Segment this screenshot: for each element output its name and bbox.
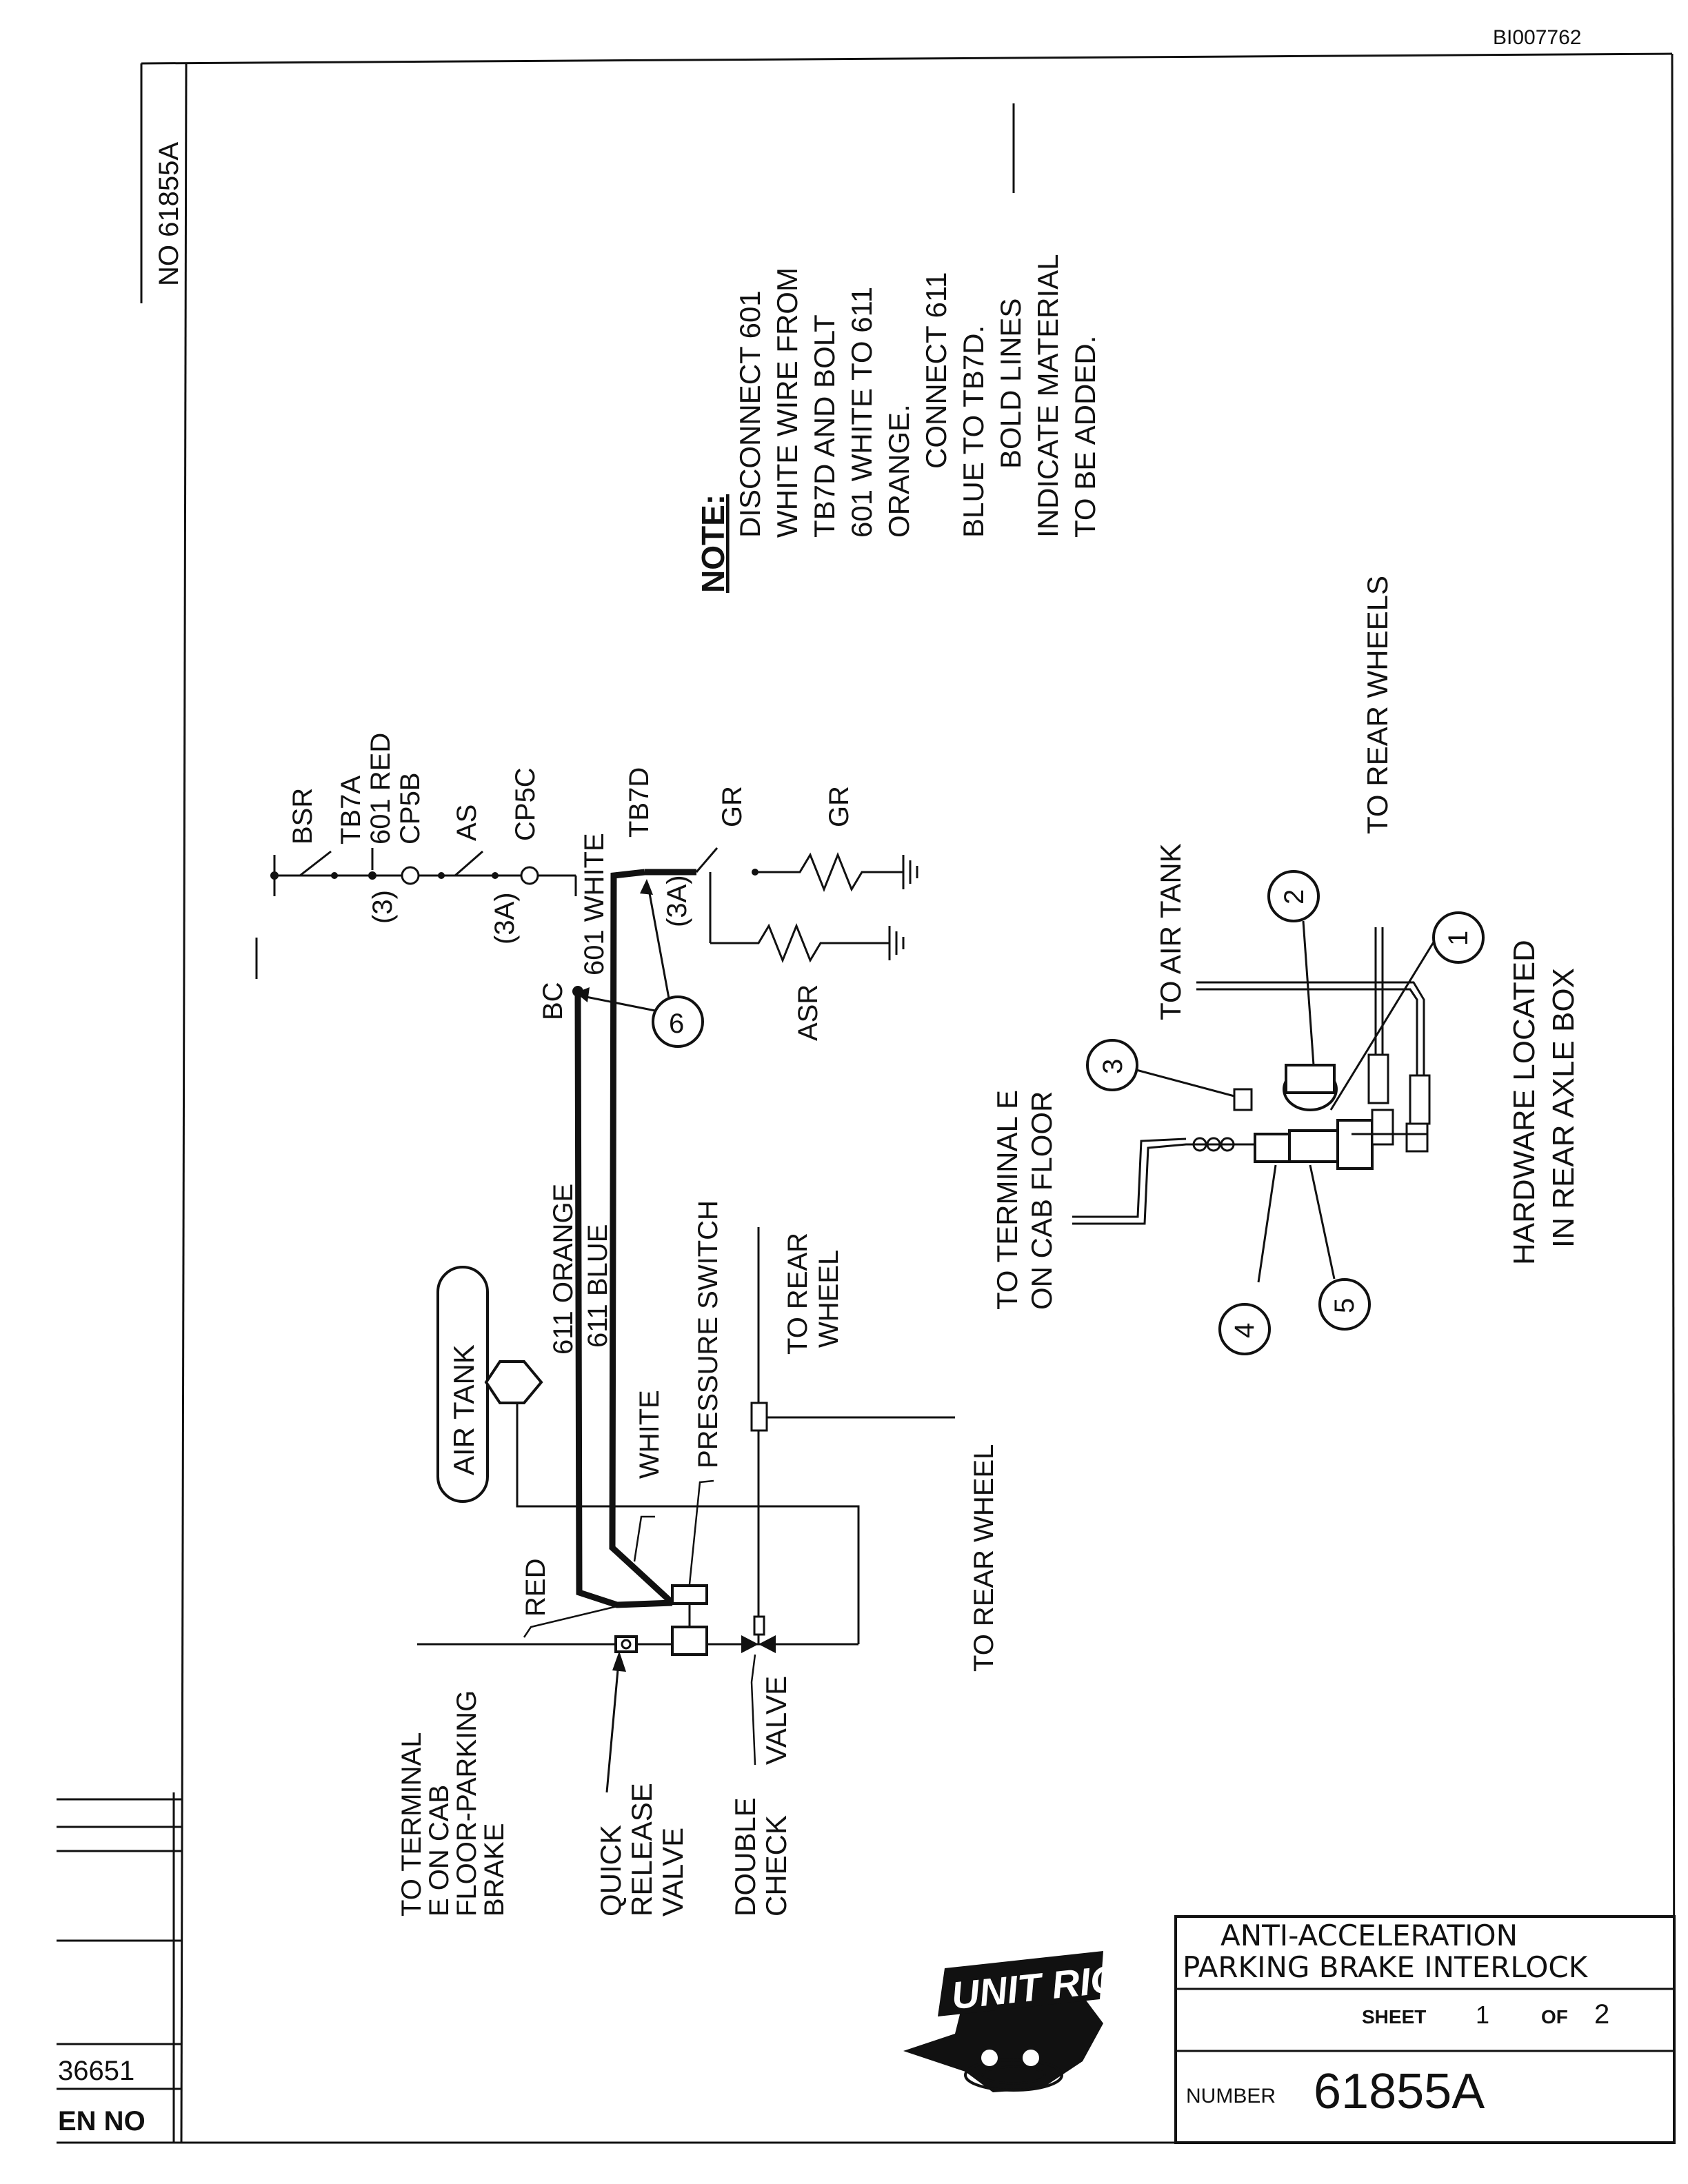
- note-line: WHITE WIRE FROM: [771, 267, 803, 538]
- label-3a-left: (3A): [490, 892, 520, 944]
- note-line: INDICATE MATERIAL: [1032, 254, 1064, 538]
- note-line: CONNECT 611: [920, 272, 952, 469]
- note-line: TO BE ADDED.: [1069, 336, 1101, 538]
- label-to-rear-wheel-a: WHEEL: [814, 1250, 844, 1348]
- revision-block: 36651 EN NO: [57, 1792, 181, 2143]
- note-line: 601 WHITE TO 611: [845, 287, 878, 538]
- label-bsr: BSR: [288, 788, 318, 845]
- sheet-number: 1: [1476, 2001, 1489, 2029]
- callout-6: 6: [669, 1009, 684, 1039]
- title-block: ANTI-ACCELERATION PARKING BRAKE INTERLOC…: [1174, 1915, 1676, 2144]
- assembly-callout-5: 5: [1329, 1298, 1360, 1313]
- note-line: BLUE TO TB7D.: [957, 325, 989, 538]
- en-number: 36651: [58, 2056, 134, 2086]
- assembly-callout-3: 3: [1098, 1059, 1128, 1074]
- document-id: BI007762: [1493, 26, 1581, 49]
- label-bc: BC: [538, 982, 568, 1020]
- label-to-rear-wheel-b: TO REAR WHEEL: [969, 1444, 999, 1672]
- label-to-rear-wheels: TO REAR WHEELS: [1361, 576, 1394, 834]
- label-to-terminal-parking: TO TERMINAL: [396, 1732, 427, 1917]
- label-hardware: IN REAR AXLE BOX: [1547, 968, 1580, 1248]
- label-quick-release: RELEASE: [625, 1783, 658, 1917]
- drawing-number-vertical: NO 61855A: [154, 142, 184, 286]
- assembly-callout-1: 1: [1443, 931, 1474, 946]
- bold-wiring: [572, 869, 675, 1608]
- label-3: (3): [368, 890, 398, 924]
- valve-assembly: 2 1 3 4 5 TO AIR TANK TO REAR WHEELS TO …: [991, 576, 1580, 1355]
- label-quick-release: QUICK: [594, 1825, 627, 1917]
- number-label: NUMBER: [1186, 2085, 1276, 2107]
- label-611-orange: 611 ORANGE: [548, 1184, 579, 1355]
- label-3a-right: (3A): [662, 875, 692, 927]
- unit-rig-logo: UNIT RIG: [903, 1951, 1123, 2092]
- title-line-1: ANTI-ACCELERATION: [1220, 1919, 1518, 1952]
- note-heading: NOTE:: [695, 494, 731, 593]
- label-tb7a: TB7A: [336, 776, 366, 845]
- label-cp5c: CP5C: [510, 767, 541, 841]
- label-601-red: 601 RED: [365, 733, 396, 845]
- label-pressure-switch: PRESSURE SWITCH: [693, 1200, 723, 1468]
- sheet-total: 2: [1594, 1999, 1609, 2030]
- label-cp5b: CP5B: [395, 773, 425, 845]
- label-601-white: 601 WHITE: [579, 833, 610, 975]
- label-hardware: HARDWARE LOCATED: [1507, 940, 1541, 1265]
- label-as: AS: [452, 805, 482, 841]
- label-to-air-tank: TO AIR TANK: [1154, 843, 1187, 1020]
- label-to-terminal-floor: ON CAB FLOOR: [1025, 1091, 1058, 1310]
- title-line-2: PARKING BRAKE INTERLOCK: [1183, 1950, 1589, 1984]
- label-tb7d: TB7D: [624, 767, 654, 838]
- label-white: WHITE: [634, 1390, 665, 1479]
- sheet-label: SHEET: [1362, 2006, 1426, 2028]
- label-double-check: DOUBLE: [729, 1797, 761, 1917]
- note-line: DISCONNECT 601: [734, 290, 766, 538]
- assembly-callout-4: 4: [1229, 1323, 1260, 1338]
- note-line: BOLD LINES: [994, 299, 1027, 469]
- note-line: ORANGE.: [883, 404, 915, 538]
- label-to-terminal-parking: FLOOR-PARKING: [452, 1690, 482, 1917]
- label-to-rear-wheel-a: TO REAR: [783, 1233, 813, 1355]
- label-air-tank: AIR TANK: [448, 1344, 480, 1475]
- label-double-check: VALVE: [760, 1676, 792, 1765]
- label-red: RED: [521, 1559, 551, 1617]
- of-label: OF: [1541, 2006, 1568, 2028]
- label-to-terminal-parking: E ON CAB: [424, 1785, 454, 1917]
- label-double-check: CHECK: [760, 1815, 792, 1917]
- assembly-callout-2: 2: [1279, 889, 1309, 904]
- label-gr-1: GR: [717, 786, 747, 827]
- note-line: TB7D AND BOLT: [808, 314, 841, 538]
- label-quick-release: VALVE: [656, 1828, 689, 1917]
- label-asr: ASR: [793, 984, 823, 1041]
- label-to-terminal-parking: BRAKE: [479, 1823, 510, 1917]
- label-to-terminal-floor: TO TERMINAL E: [991, 1090, 1023, 1310]
- en-no-label: EN NO: [58, 2106, 145, 2136]
- note-block: NOTE: DISCONNECT 601 WHITE WIRE FROM TB7…: [695, 103, 1101, 593]
- drawing-number: 61855A: [1314, 2064, 1485, 2119]
- label-611-blue: 611 BLUE: [583, 1224, 613, 1348]
- electrical-schematic: 6 BSR TB7A 601 RED CP5B (3) AS CP5C (3A)…: [255, 733, 918, 1048]
- air-piping: AIR TANK 611 ORANGE 611 BLUE WHITE PRESS…: [396, 1184, 999, 1917]
- label-gr-2: GR: [824, 786, 854, 827]
